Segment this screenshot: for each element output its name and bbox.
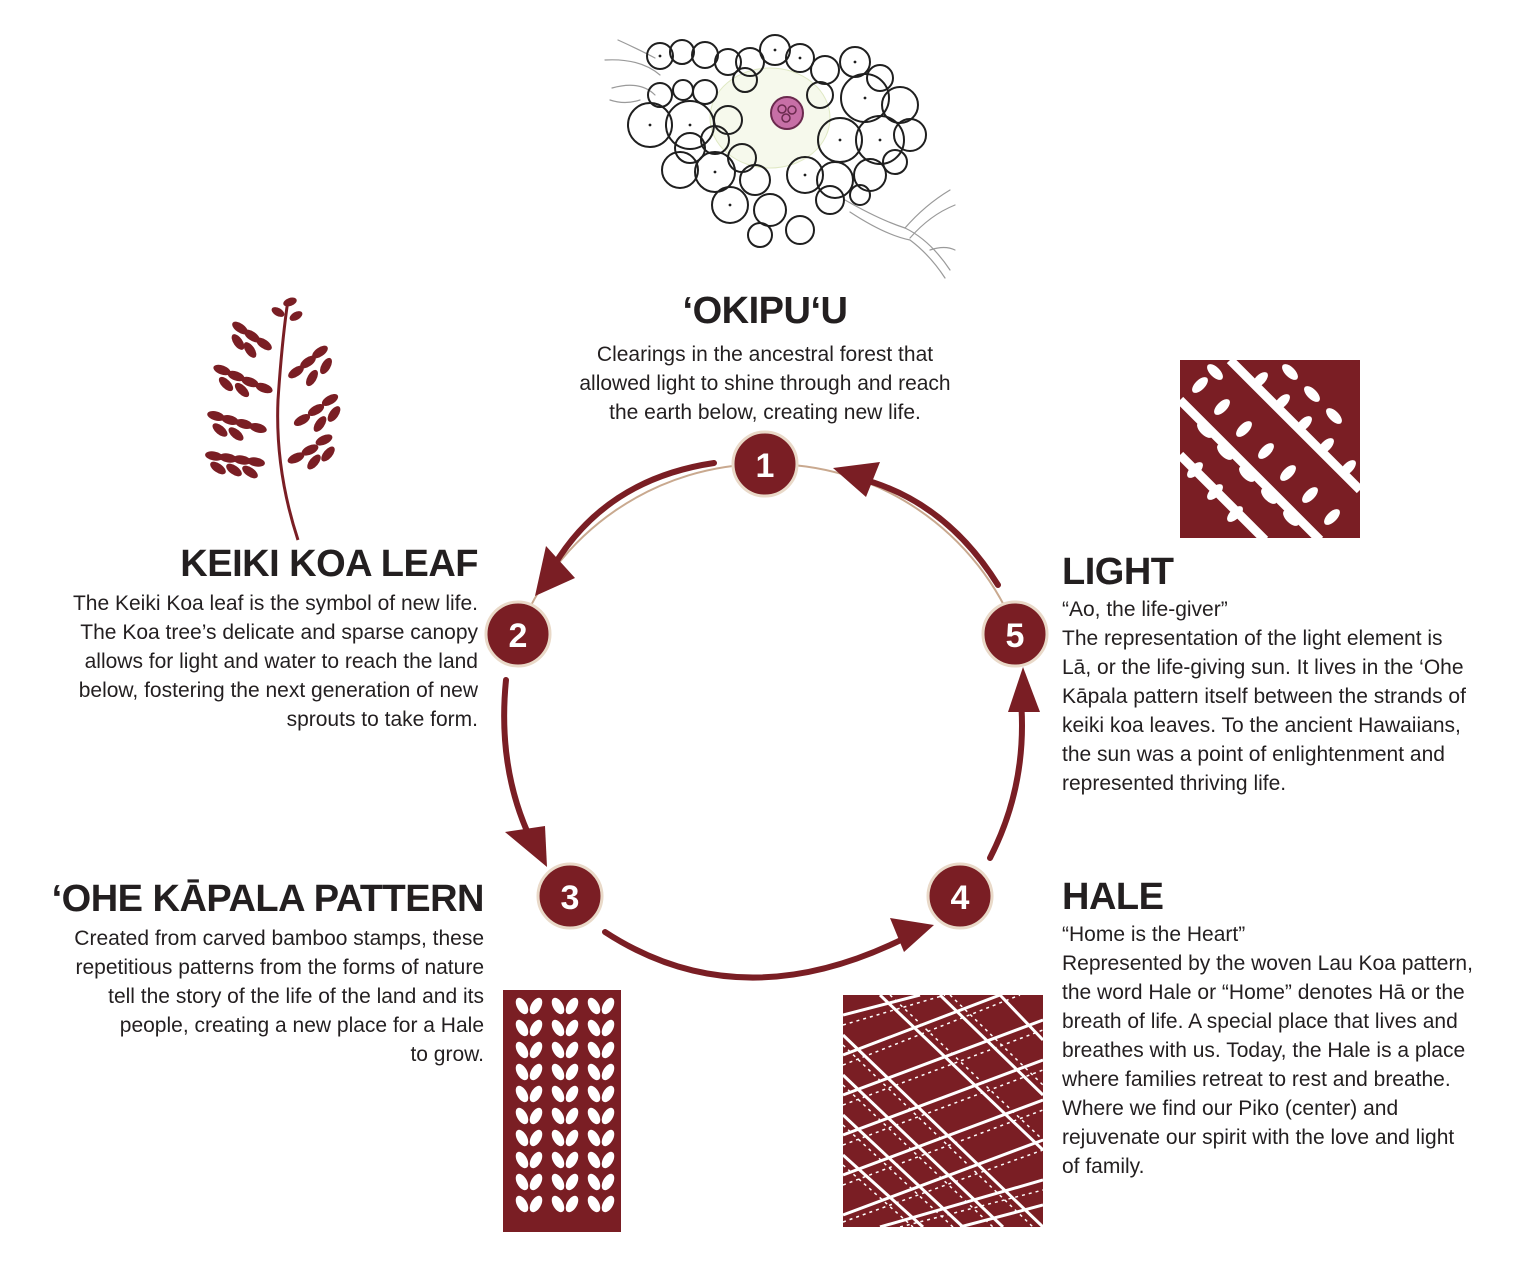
forest-clearing-sketch-icon xyxy=(604,34,956,279)
step-4-description: Represented by the woven Lau Koa pattern… xyxy=(1062,949,1522,1181)
step-3-line: tell the story of the life of the land a… xyxy=(108,985,484,1008)
step-2-description: The Keiki Koa leaf is the symbol of new … xyxy=(20,589,478,734)
step-2-line: allows for light and water to reach the … xyxy=(84,650,478,673)
step-4-line: breath of life. A special place that liv… xyxy=(1062,1010,1458,1033)
ohe-kapala-pattern-icon xyxy=(503,990,621,1232)
step-4-subtitle: “Home is the Heart” xyxy=(1062,923,1246,946)
step-5-line: The representation of the light element … xyxy=(1062,627,1443,650)
arrowhead-5 xyxy=(1008,667,1040,712)
step-2-line: The Koa tree’s delicate and sparse canop… xyxy=(80,621,478,644)
step-5-subtitle: “Ao, the life-giver” xyxy=(1062,598,1228,621)
step-node-1: 1 xyxy=(731,430,799,498)
piko-center-icon xyxy=(770,96,804,130)
step-5-line: the sun was a point of enlightenment and xyxy=(1062,743,1445,766)
step-node-3: 3 xyxy=(536,862,604,930)
arrow-heads xyxy=(505,462,1040,952)
step-4-text: HALE “Home is the Heart” Represented by … xyxy=(1062,878,1522,1181)
step-2-line: sprouts to take form. xyxy=(286,708,478,731)
arrow-3-to-4 xyxy=(602,929,908,981)
arrowhead-4 xyxy=(890,918,934,952)
arrowhead-2 xyxy=(535,546,575,596)
step-3-title: ‘OHE KĀPALA PATTERN xyxy=(51,878,485,920)
lau-koa-woven-pattern-icon xyxy=(843,995,1043,1227)
step-3-line: people, creating a new place for a Hale xyxy=(119,1014,484,1037)
step-number-1: 1 xyxy=(756,447,775,485)
step-1-description: Clearings in the ancestral forest that a… xyxy=(540,340,990,427)
step-4-line: the word Hale or “Home” denotes Hā or th… xyxy=(1062,981,1465,1004)
cycle-arrows xyxy=(501,460,1025,981)
step-1-line: allowed light to shine through and reach xyxy=(579,372,951,395)
step-1-title: ‘OKIPU‘U xyxy=(682,290,848,332)
step-4-line: of family. xyxy=(1062,1155,1145,1178)
step-4-title: HALE xyxy=(1062,876,1164,918)
step-4-line: Where we find our Piko (center) and xyxy=(1062,1097,1399,1120)
step-5-text: LIGHT “Ao, the life-giver” The represent… xyxy=(1062,553,1522,798)
step-2-title: KEIKI KOA LEAF xyxy=(180,543,478,585)
step-1-text: ‘OKIPU‘U Clearings in the ancestral fore… xyxy=(540,292,990,427)
step-1-line: Clearings in the ancestral forest that xyxy=(596,343,934,366)
arrowhead-3 xyxy=(505,826,547,867)
step-node-2: 2 xyxy=(484,600,552,668)
arrow-2-to-3 xyxy=(501,677,535,845)
step-4-line: Represented by the woven Lau Koa pattern… xyxy=(1062,952,1473,975)
step-node-5: 5 xyxy=(981,600,1049,668)
step-5-title: LIGHT xyxy=(1062,551,1174,593)
step-5-line: keiki koa leaves. To the ancient Hawaiia… xyxy=(1062,714,1461,737)
koa-leaf-icon xyxy=(205,297,341,541)
step-2-text: KEIKI KOA LEAF The Keiki Koa leaf is the… xyxy=(20,543,479,734)
arrowhead-1 xyxy=(833,462,880,497)
step-3-text: ‘OHE KĀPALA PATTERN Created from carved … xyxy=(14,878,485,1069)
step-node-4: 4 xyxy=(926,862,994,930)
step-5-line: Lā, or the life-giving sun. It lives in … xyxy=(1062,656,1464,679)
step-number-4: 4 xyxy=(951,879,970,917)
step-3-line: Created from carved bamboo stamps, these xyxy=(74,927,484,950)
step-3-description: Created from carved bamboo stamps, these… xyxy=(14,924,484,1069)
step-2-line: below, fostering the next generation of … xyxy=(78,679,478,702)
step-5-line: represented thriving life. xyxy=(1062,772,1287,795)
step-2-line: The Keiki Koa leaf is the symbol of new … xyxy=(72,592,478,615)
arrow-1-to-2 xyxy=(545,460,717,579)
step-5-description: The representation of the light element … xyxy=(1062,624,1522,798)
step-5-line: Kāpala pattern itself between the strand… xyxy=(1062,685,1466,708)
diagonal-leaf-pattern-icon xyxy=(1180,360,1360,538)
step-number-3: 3 xyxy=(561,879,580,917)
step-1-line: the earth below, creating new life. xyxy=(609,401,921,424)
arrow-4-to-5 xyxy=(987,687,1025,861)
step-3-line: to grow. xyxy=(410,1043,484,1066)
step-3-line: repetitious patterns from the forms of n… xyxy=(75,956,484,979)
step-4-line: rejuvenate our spirit with the love and … xyxy=(1062,1126,1455,1149)
arrow-5-to-1 xyxy=(855,475,1001,588)
step-number-2: 2 xyxy=(509,617,528,655)
step-number-5: 5 xyxy=(1006,617,1025,655)
step-4-line: where families retreat to rest and breat… xyxy=(1062,1068,1451,1091)
step-4-line: breathes with us. Today, the Hale is a p… xyxy=(1062,1039,1466,1062)
